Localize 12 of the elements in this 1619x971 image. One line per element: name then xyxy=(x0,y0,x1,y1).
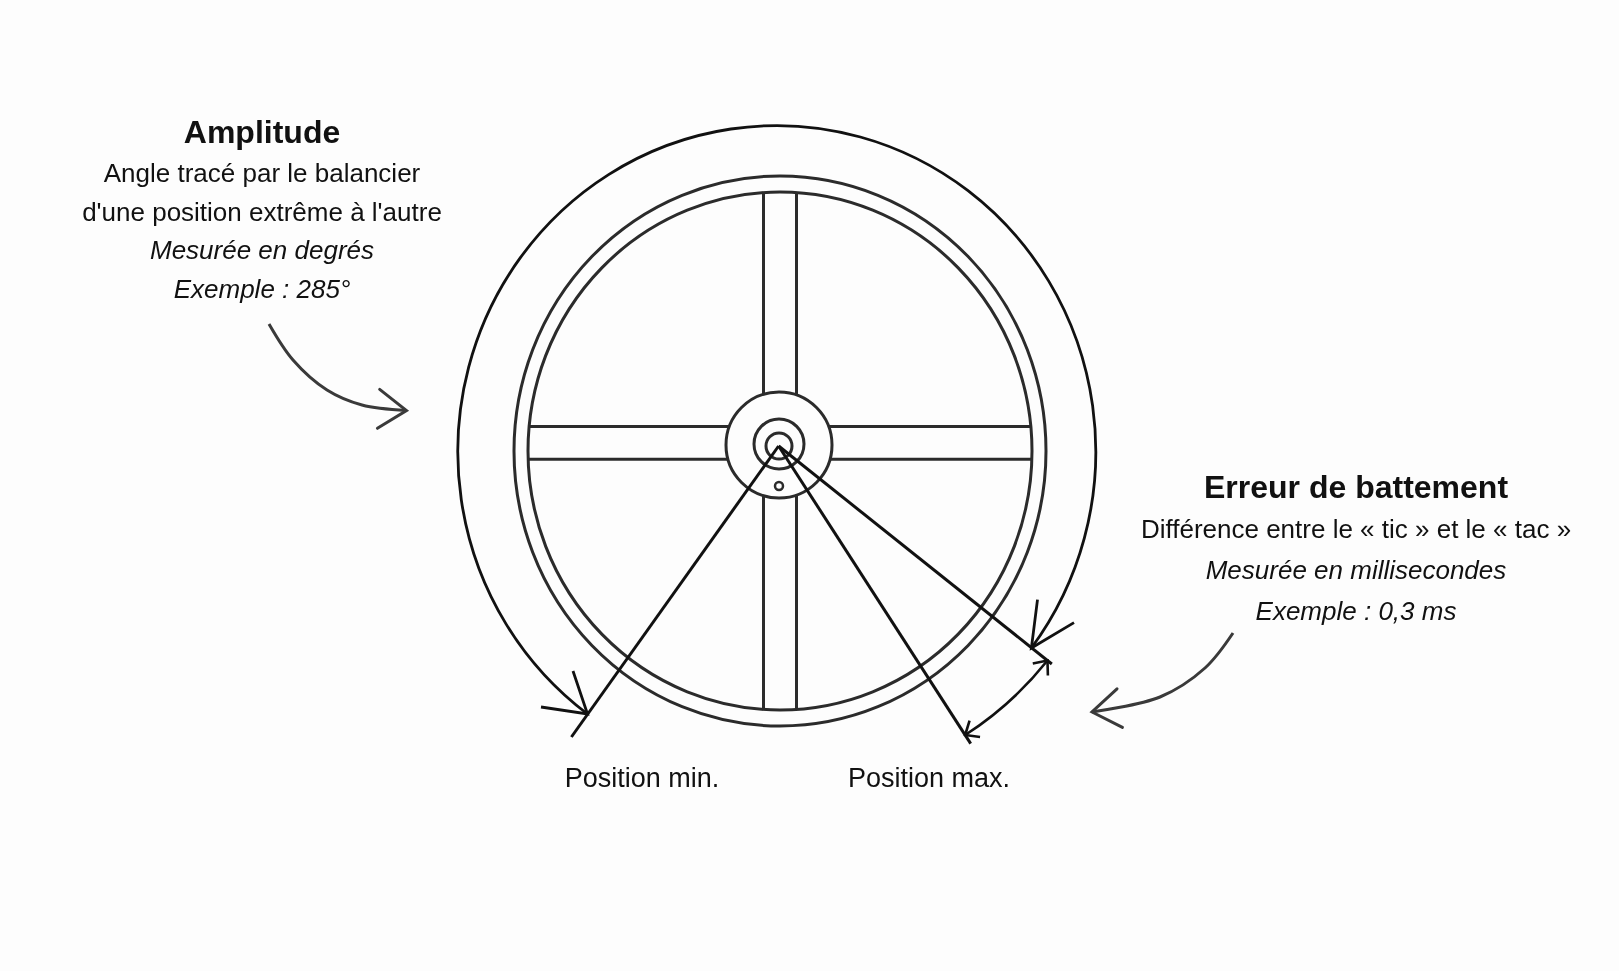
position-label: Position max. xyxy=(847,762,1011,795)
leader-arrow xyxy=(267,323,408,430)
position-label: Position min. xyxy=(564,762,720,795)
heading: Amplitude xyxy=(183,113,341,152)
note: Exemple : 285° xyxy=(173,272,351,306)
note: Mesurée en millisecondes xyxy=(1205,554,1507,587)
description: Angle tracé par le balancier d'une position extrême à l'autre xyxy=(81,157,443,229)
heading: Erreur de battement xyxy=(1203,468,1509,507)
leader-arrow xyxy=(1090,632,1235,729)
note: Exemple : 0,3 ms xyxy=(1255,595,1457,628)
description: Différence entre le « tic » et le « tac » xyxy=(1140,513,1572,546)
note: Mesurée en degrés xyxy=(150,234,374,267)
